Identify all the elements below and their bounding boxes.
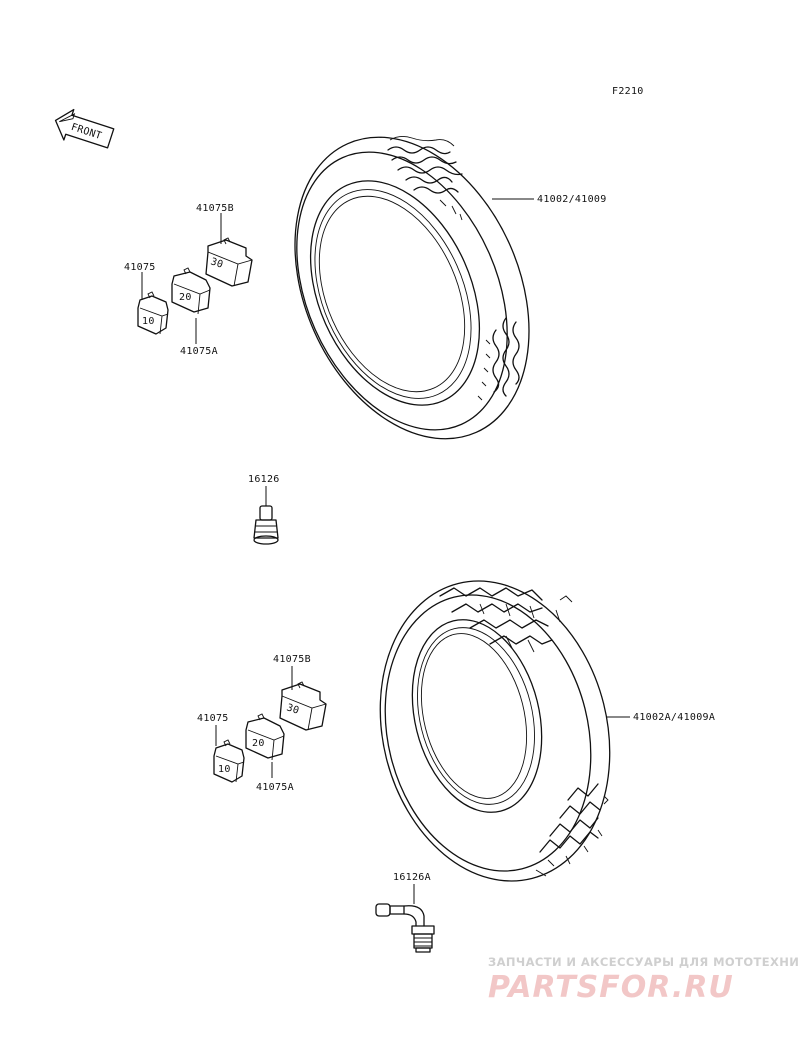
balance-weight-bottom: 41075 10 bbox=[197, 713, 245, 783]
svg-text:20: 20 bbox=[179, 292, 192, 303]
watermark-tagline: ЗАПЧАСТИ И АКСЕССУАРЫ ДЛЯ МОТОТЕХНИКИ bbox=[488, 955, 800, 969]
front-tire-tread-top bbox=[387, 135, 463, 221]
label-tire-rear: 41002A/41009A bbox=[633, 712, 715, 723]
rear-tire-tread-bottom bbox=[535, 783, 609, 877]
label-weight-b-top: 41075B bbox=[196, 203, 234, 214]
rear-tire-tread-top bbox=[439, 587, 573, 653]
svg-text:20: 20 bbox=[252, 738, 265, 749]
watermark: ЗАПЧАСТИ И АКСЕССУАРЫ ДЛЯ МОТОТЕХНИКИ PA… bbox=[488, 955, 800, 1005]
svg-text:30: 30 bbox=[285, 702, 300, 716]
label-valve-front: 16126 bbox=[248, 474, 280, 485]
svg-text:10: 10 bbox=[218, 764, 231, 775]
front-label: FRONT bbox=[70, 122, 103, 142]
rear-tire: 41002A/41009A bbox=[379, 580, 715, 882]
balance-weight-top: 10 41075 bbox=[124, 262, 169, 335]
valve-front: 16126 bbox=[248, 474, 280, 545]
svg-text:10: 10 bbox=[142, 316, 155, 327]
label-valve-rear: 16126A bbox=[393, 872, 431, 883]
balance-weight-b-bottom: 41075B 30 bbox=[273, 654, 327, 731]
svg-text:30: 30 bbox=[209, 256, 224, 270]
label-weight-a-top: 41075A bbox=[180, 346, 218, 357]
front-arrow-icon: FRONT bbox=[54, 108, 115, 149]
label-weight-top: 41075 bbox=[124, 262, 156, 273]
label-weight-a-bottom: 41075A bbox=[256, 782, 294, 793]
label-tire-front: 41002/41009 bbox=[537, 194, 607, 205]
figure-code: F2210 bbox=[612, 86, 644, 97]
balance-weight-a-top: 20 41075A bbox=[171, 267, 218, 357]
valve-rear: 16126A bbox=[375, 872, 435, 953]
balance-weight-a-bottom: 20 41075A bbox=[245, 713, 294, 793]
label-weight-bottom: 41075 bbox=[197, 713, 229, 724]
front-tire-tread-side bbox=[477, 317, 520, 401]
label-weight-b-bottom: 41075B bbox=[273, 654, 311, 665]
balance-weight-b-top: 30 41075B bbox=[196, 203, 253, 287]
front-tire: 41002/41009 bbox=[294, 135, 607, 440]
watermark-brand: PARTSFOR.RU bbox=[488, 970, 734, 1005]
